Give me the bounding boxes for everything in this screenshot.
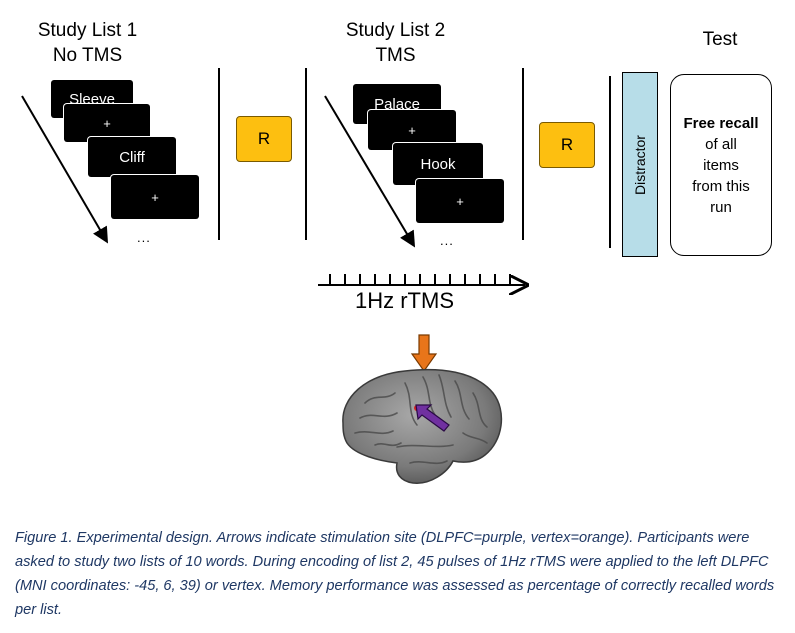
purple-diagonal-arrow-icon — [415, 404, 450, 432]
free-recall-text: of all — [705, 135, 737, 153]
brain-image — [342, 368, 503, 484]
figure-caption: Figure 1. Experimental design. Arrows in… — [15, 530, 775, 618]
distractor-label: Distractor — [632, 134, 648, 195]
list2-fixation-card: + — [416, 179, 504, 223]
separator-line — [522, 68, 524, 240]
list1-header: Study List 1 No TMS — [25, 18, 150, 68]
free-recall-text: from this — [692, 177, 750, 195]
response-box: R — [236, 116, 292, 162]
response-box: R — [539, 122, 595, 168]
separator-line — [218, 68, 220, 240]
separator-line — [609, 76, 611, 248]
list2-time-arrow — [324, 95, 416, 248]
free-recall-box: Free recall of all items from this run — [670, 74, 772, 256]
list1-word-card: Cliff — [88, 137, 176, 177]
list2-subtitle: TMS — [375, 45, 416, 66]
list2-word-card: Hook — [393, 143, 483, 185]
list2-title: Study List 2 — [345, 20, 446, 41]
free-recall-text: items — [703, 156, 739, 174]
orange-down-arrow-icon — [410, 334, 438, 373]
rtms-label: 1Hz rTMS — [355, 288, 454, 313]
list1-title: Study List 1 — [37, 20, 138, 41]
list1-time-arrow — [21, 95, 109, 244]
time-arrows — [21, 95, 795, 320]
list1-subtitle: No TMS — [52, 45, 123, 66]
list1-ellipsis: ... — [137, 230, 151, 245]
rtms-timeline — [318, 274, 525, 285]
list2-ellipsis: ... — [440, 233, 454, 248]
separator-line — [305, 68, 307, 240]
free-recall-title: Free recall — [683, 114, 759, 132]
list2-word-card: Palace — [353, 84, 441, 124]
free-recall-text: run — [710, 198, 732, 216]
list2-header: Study List 2 TMS — [333, 18, 458, 68]
distractor-box: Distractor — [622, 72, 658, 257]
list1-fixation-card: + — [111, 175, 199, 219]
test-header: Test — [702, 29, 738, 50]
list1-fixation-card: + — [64, 104, 150, 142]
